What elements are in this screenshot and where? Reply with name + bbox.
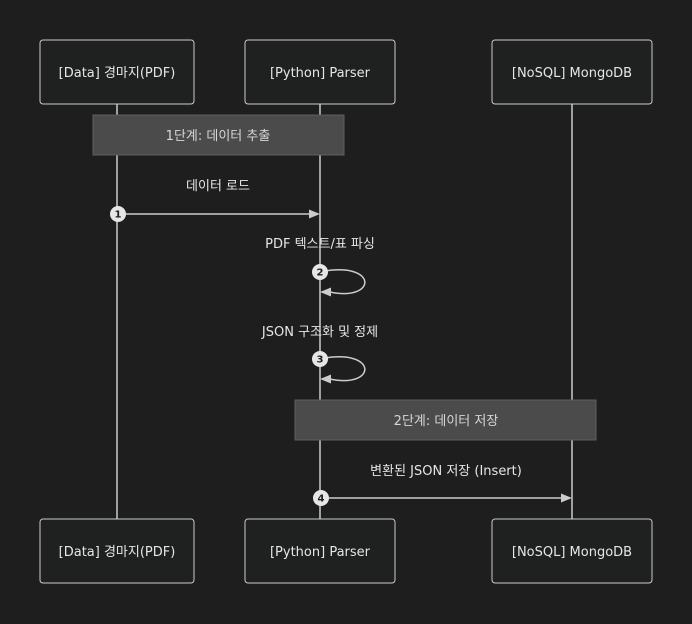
message-2-arrowhead (320, 287, 331, 297)
note-stage-1: 1단계: 데이터 추출 (92, 114, 345, 156)
actor-parser-top: [Python] Parser (244, 39, 396, 105)
message-4: 변환된 JSON 저장 (Insert) 4 (313, 464, 572, 506)
message-1-label: 데이터 로드 (186, 179, 250, 194)
message-1: 데이터 로드 1 (110, 179, 320, 222)
actor-pdf-top: [Data] 경마지(PDF) (39, 39, 195, 105)
actor-pdf-bottom-label: [Data] 경마지(PDF) (59, 545, 176, 560)
actor-db-top: [NoSQL] MongoDB (491, 39, 653, 105)
message-3-label: JSON 구조화 및 정제 (261, 325, 378, 340)
actor-pdf-bottom: [Data] 경마지(PDF) (39, 518, 195, 584)
note-stage-2: 2단계: 데이터 저장 (294, 399, 597, 441)
message-4-arrowhead (561, 493, 572, 503)
actor-pdf-top-label: [Data] 경마지(PDF) (59, 66, 176, 81)
message-1-number: 1 (115, 210, 122, 221)
message-4-number: 4 (318, 494, 325, 505)
message-2: PDF 텍스트/표 파싱 2 (265, 237, 375, 297)
message-2-number: 2 (317, 268, 324, 279)
actor-parser-bottom: [Python] Parser (244, 518, 396, 584)
actor-parser-bottom-label: [Python] Parser (270, 545, 371, 560)
actor-parser-top-label: [Python] Parser (270, 66, 371, 81)
actor-db-top-label: [NoSQL] MongoDB (512, 66, 632, 81)
message-1-arrowhead (309, 209, 320, 219)
actor-db-bottom-label: [NoSQL] MongoDB (512, 545, 632, 560)
message-3-number: 3 (317, 355, 324, 366)
message-3: JSON 구조화 및 정제 3 (261, 325, 378, 384)
actor-db-bottom: [NoSQL] MongoDB (491, 518, 653, 584)
message-4-label: 변환된 JSON 저장 (Insert) (370, 464, 522, 479)
note-stage-1-label: 1단계: 데이터 추출 (166, 129, 271, 144)
message-3-arrowhead (320, 374, 331, 384)
note-stage-2-label: 2단계: 데이터 저장 (394, 414, 499, 429)
message-2-label: PDF 텍스트/표 파싱 (265, 237, 375, 252)
